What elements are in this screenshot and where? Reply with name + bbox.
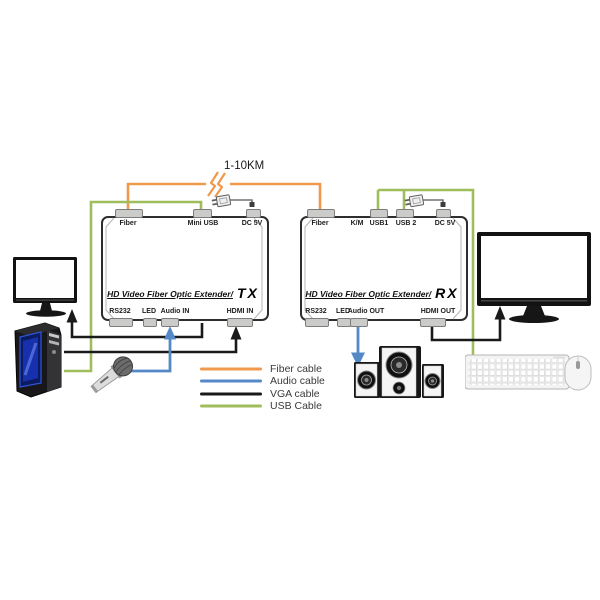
- rx-fiber-port: [307, 209, 335, 218]
- rx-port-label-usb2: USB 2: [395, 220, 417, 227]
- tx-dc5v-port: [246, 209, 261, 218]
- rx-audio-out-port: [350, 318, 368, 327]
- legend-item-vga: VGA cable: [200, 388, 320, 400]
- rx-usb2-port: [396, 209, 414, 218]
- microphone-icon: [90, 356, 134, 393]
- legend-swatch-vga: [200, 392, 262, 396]
- desktop-tower-icon: [14, 322, 62, 398]
- rx-power-wire: [423, 199, 444, 203]
- vga-cable-source-path: [64, 339, 238, 354]
- tx-port-label-dc5v: DC 5V: [241, 220, 263, 227]
- rx-port-label-km: K/M: [350, 220, 364, 227]
- rx-port-label-fiber: Fiber: [311, 220, 329, 227]
- rx-usb1-port: [370, 209, 388, 218]
- tx-port-label-fiber: Fiber: [119, 220, 137, 227]
- legend-swatch-audio: [200, 379, 262, 383]
- legend-label-vga: VGA cable: [270, 388, 320, 400]
- rx-extender-box: [300, 216, 468, 321]
- legend-swatch-usb: [200, 404, 262, 408]
- audio-in-arrowhead: [164, 326, 176, 340]
- legend-label-audio: Audio cable: [270, 375, 325, 387]
- distance-label: 1-10KM: [224, 160, 265, 172]
- tx-port-label-led: LED: [142, 308, 156, 315]
- legend-swatch-fiber: [200, 367, 262, 371]
- vga-local-arrowhead: [66, 309, 78, 323]
- rx-power-plug: [440, 202, 446, 207]
- power-adapter-icon: [404, 194, 425, 208]
- tx-power-plug: [249, 202, 255, 207]
- tx-port-label-mini-usb: Mini USB: [187, 220, 219, 227]
- legend-label-fiber: Fiber cable: [270, 363, 322, 375]
- vga-source-arrowhead: [230, 326, 242, 340]
- tx-port-label-rs232: RS232: [109, 308, 131, 315]
- usb-cable-left-path: [64, 200, 203, 373]
- rx-hdmi-out-port: [420, 318, 446, 327]
- rx-port-label-hdmi-out: HDMI OUT: [420, 308, 456, 315]
- legend-item-fiber: Fiber cable: [200, 363, 322, 375]
- rx-port-label-usb1: USB1: [369, 220, 389, 227]
- monitor-icon: [477, 232, 591, 323]
- tx-variant-text: TX: [236, 285, 259, 301]
- rx-variant-text: RX: [435, 285, 459, 301]
- monitor-icon: [13, 257, 77, 317]
- rx-port-label-audio-out: Audio OUT: [347, 308, 385, 315]
- tx-hdmi-in-port: [227, 318, 253, 327]
- tx-title-text: HD Video Fiber Optic Extender/: [107, 289, 233, 299]
- legend-label-usb: USB Cable: [270, 400, 322, 412]
- audio-out-arrowhead: [351, 352, 365, 367]
- mouse-icon: [564, 355, 592, 391]
- tx-mini-usb-port: [193, 209, 212, 218]
- tx-extender-box: [101, 216, 269, 321]
- legend-item-audio: Audio cable: [200, 375, 325, 387]
- audio-in-cable-path: [129, 339, 172, 373]
- tx-led-port: [143, 318, 157, 327]
- hdmi-out-cable-path: [430, 319, 502, 342]
- power-adapter-icon: [211, 194, 232, 208]
- hdmi-out-arrowhead: [494, 306, 506, 320]
- usb-cable-right-path: [376, 188, 475, 370]
- rx-title: HD Video Fiber Optic Extender/ RX: [302, 285, 462, 301]
- tx-title: HD Video Fiber Optic Extender/ TX: [103, 285, 263, 301]
- tx-rs232-port: [109, 318, 133, 327]
- rx-port-label-led: LED: [336, 308, 350, 315]
- rx-title-text: HD Video Fiber Optic Extender/: [305, 289, 432, 299]
- rx-led-port: [337, 318, 351, 327]
- keyboard-icon: [465, 354, 570, 390]
- tx-port-label-audio-in: Audio IN: [160, 308, 190, 315]
- tx-fiber-port: [115, 209, 143, 218]
- tx-chamfer-lines: [105, 217, 263, 320]
- rx-dc5v-port: [436, 209, 451, 218]
- tx-audio-in-port: [161, 318, 179, 327]
- rx-port-label-dc5v: DC 5V: [434, 220, 456, 227]
- rx-port-label-rs232: RS232: [305, 308, 327, 315]
- cable-break-icon: [207, 171, 226, 198]
- legend-item-usb: USB Cable: [200, 400, 322, 412]
- vga-cable-local-path: [70, 322, 204, 339]
- tx-port-label-hdmi-in: HDMI IN: [226, 308, 254, 315]
- rx-rs232-port: [305, 318, 329, 327]
- speakers-icon: [354, 346, 444, 398]
- rx-chamfer-lines: [304, 217, 462, 320]
